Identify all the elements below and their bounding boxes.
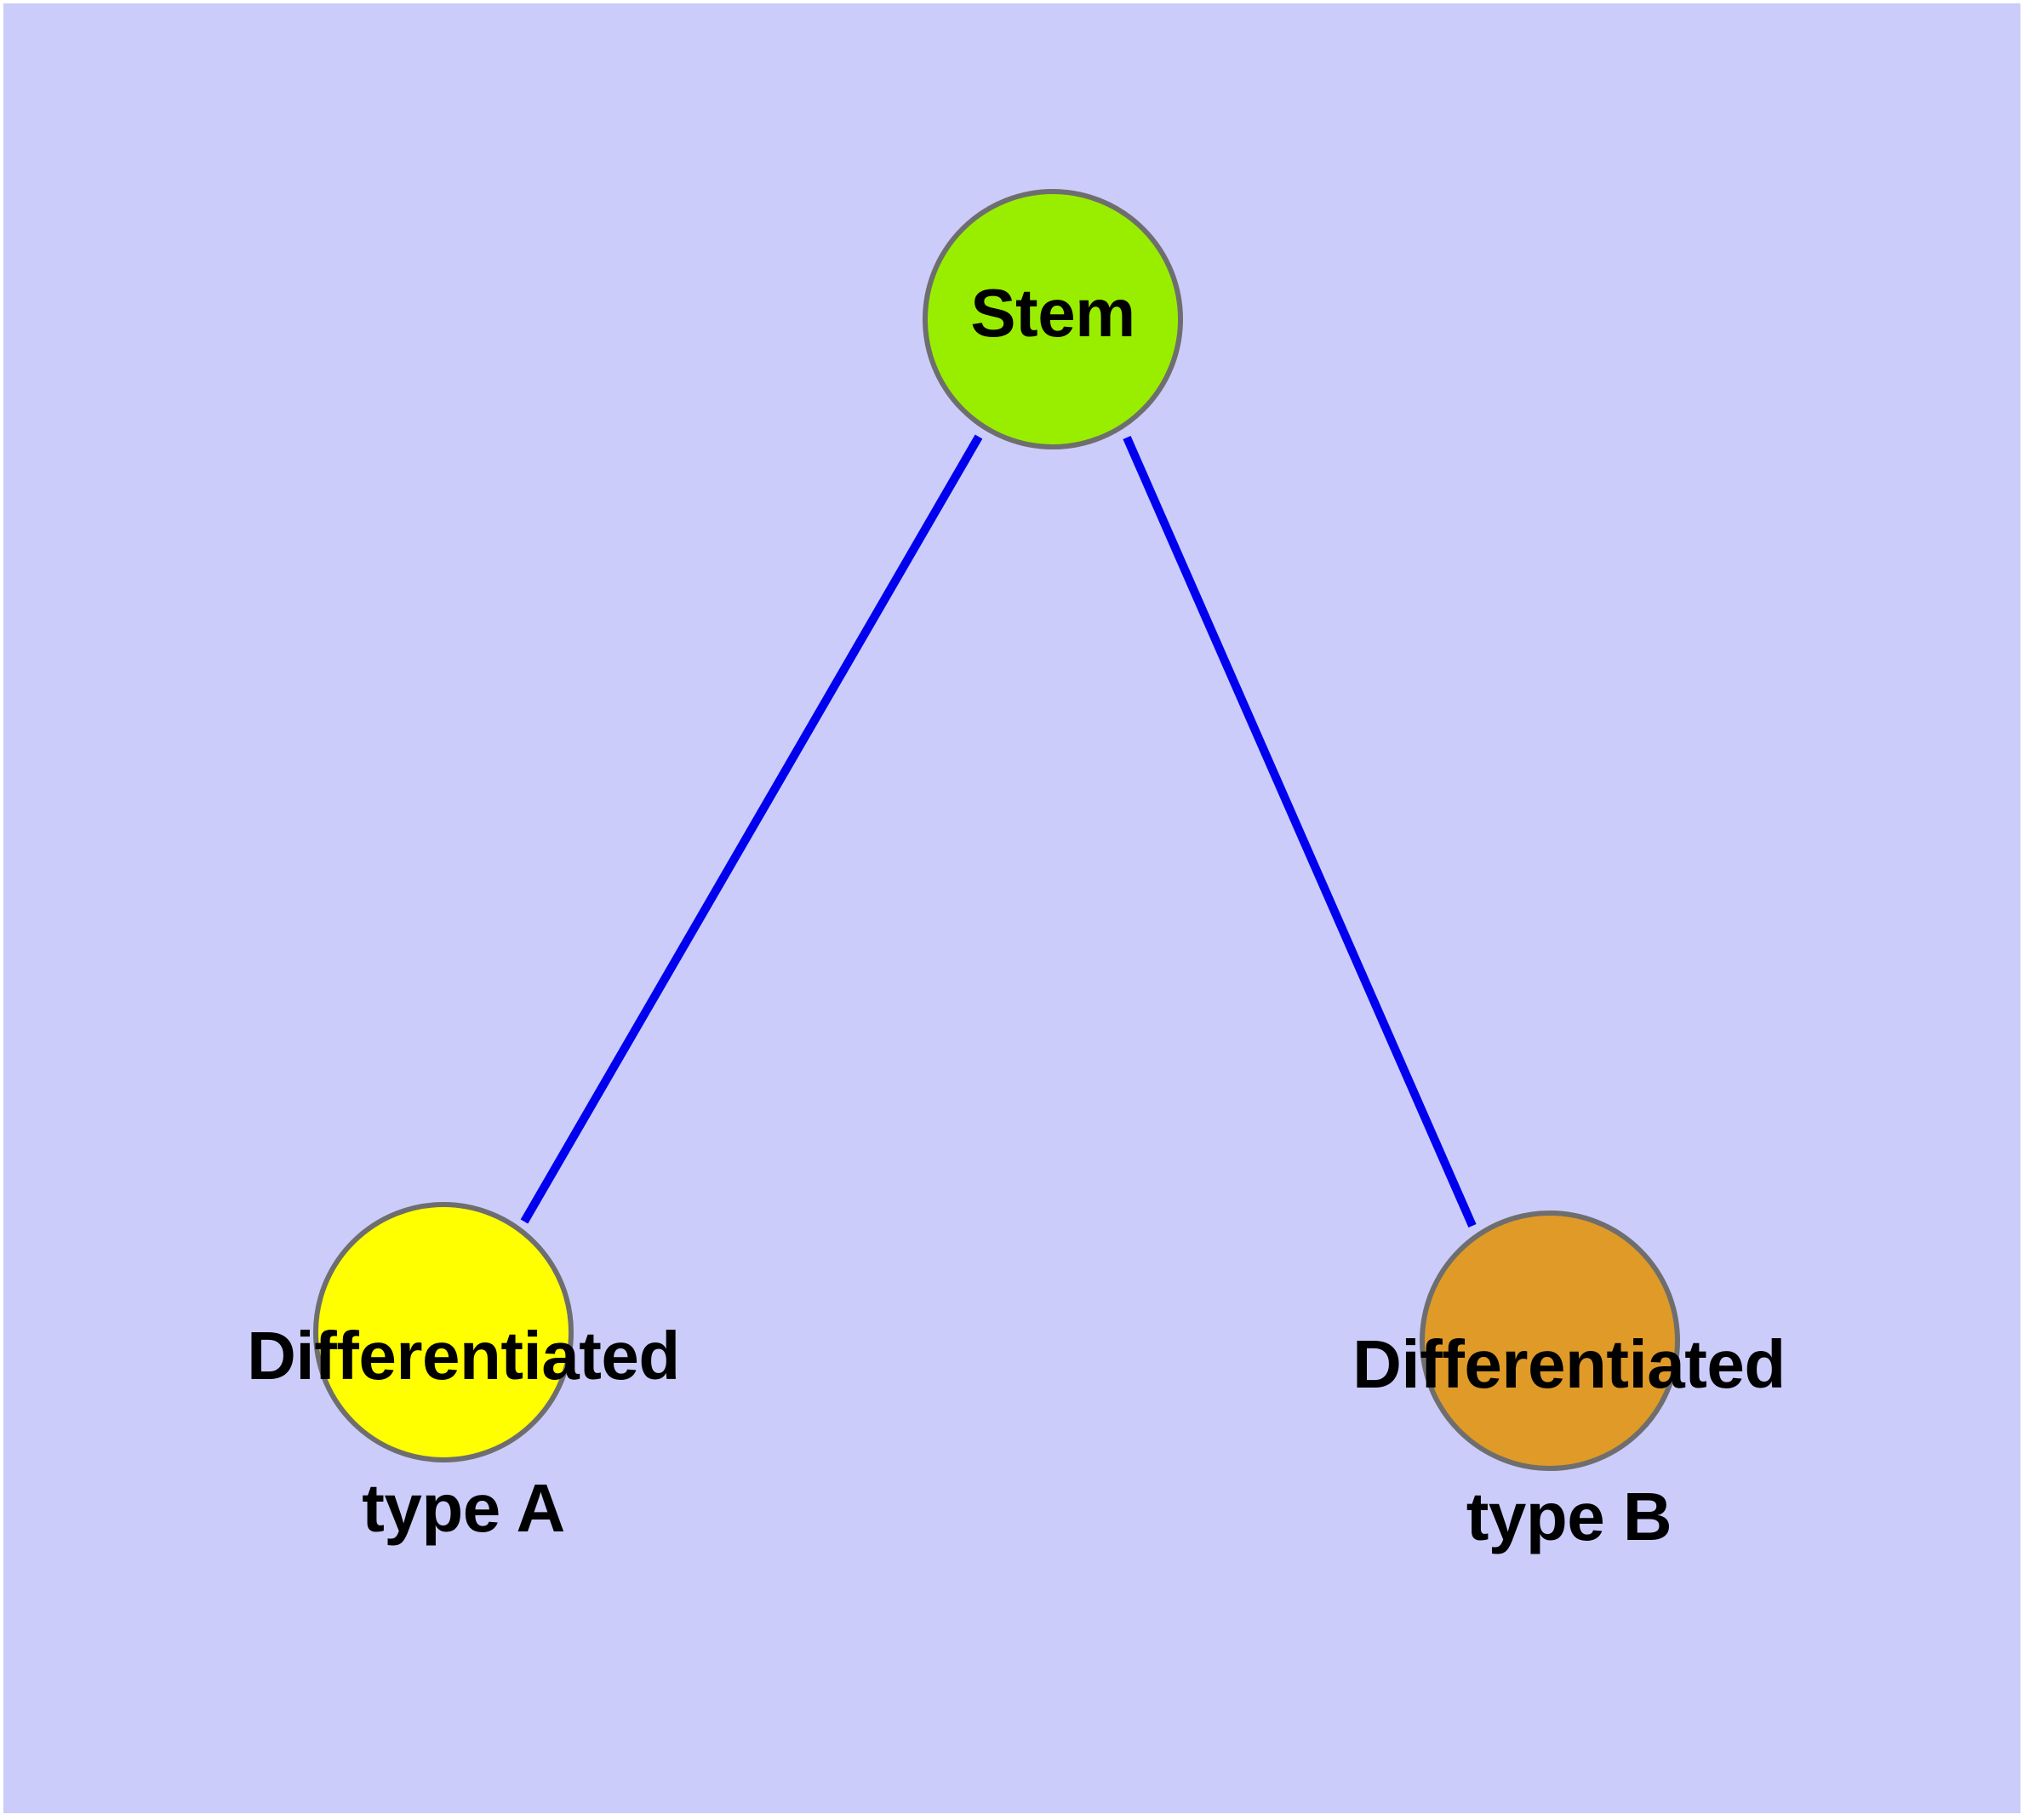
edge-stem-to-differentiated-type-b [1123, 435, 1477, 1228]
node-differentiated-type-a[interactable] [313, 1202, 574, 1462]
node-differentiated-type-b[interactable] [1420, 1210, 1680, 1471]
node-stem[interactable] [923, 189, 1183, 449]
edge-stem-to-differentiated-type-a [520, 434, 983, 1224]
